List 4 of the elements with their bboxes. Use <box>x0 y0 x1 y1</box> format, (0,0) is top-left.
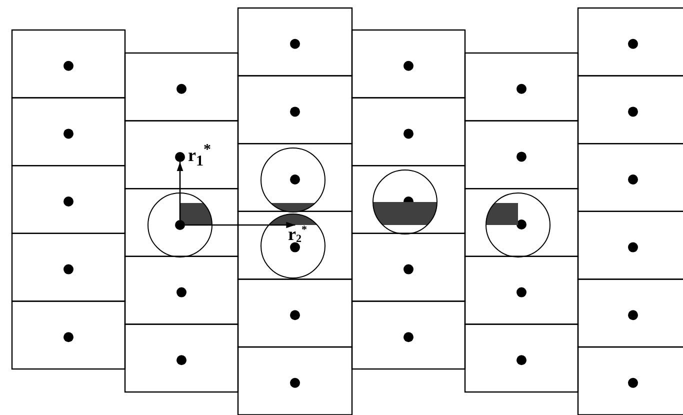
point-dot <box>175 220 185 230</box>
point-dot <box>175 152 185 162</box>
arrow <box>176 162 184 220</box>
arrow <box>185 222 296 228</box>
